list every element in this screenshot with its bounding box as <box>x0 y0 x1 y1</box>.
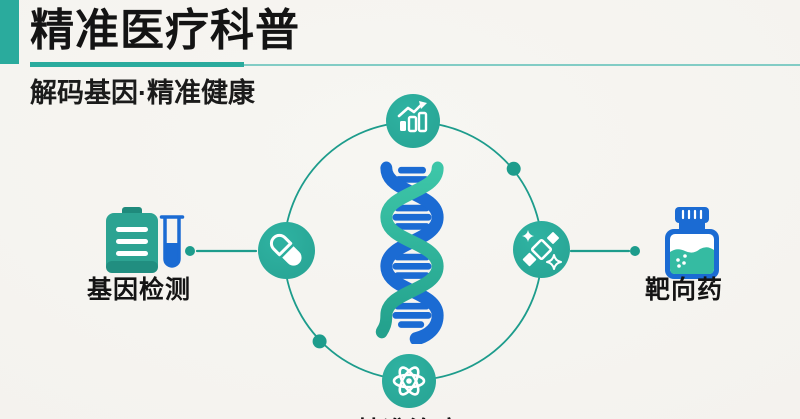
title-underline-thin <box>244 64 800 66</box>
node-bottom-research <box>382 354 436 408</box>
node-top-analytics <box>386 94 440 148</box>
bar-chart-growth-icon <box>397 101 428 133</box>
label-gene-testing: 基因检测 <box>86 276 191 304</box>
label-targeted-drug: 靶向药 <box>644 276 723 304</box>
dna-helix-icon <box>375 161 444 344</box>
molecule-sparkle-icon <box>522 230 562 270</box>
report-and-test-tube-icon <box>106 207 185 273</box>
page-title: 精准医疗科普 <box>30 6 300 55</box>
dna-strand-teal <box>375 161 444 339</box>
ring-dot-lower-left <box>312 334 327 349</box>
corner-accent-bar <box>0 0 19 64</box>
capsule-pill-icon <box>269 233 302 266</box>
node-left-medication <box>258 222 315 279</box>
ring-dot-upper-right <box>506 161 521 176</box>
page-subtitle: 解码基因·精准健康 <box>30 78 255 108</box>
dna-strand-blue <box>380 161 444 344</box>
label-bottom-cutoff: 精准治疗 <box>311 411 507 419</box>
title-underline-thick <box>30 62 244 67</box>
connector-dot-left <box>185 246 195 256</box>
atom-icon <box>392 366 426 396</box>
dna-rungs <box>392 166 432 328</box>
medicine-bottle-icon <box>665 207 719 279</box>
node-right-molecules <box>513 221 570 278</box>
connector-dot-right <box>630 246 640 256</box>
